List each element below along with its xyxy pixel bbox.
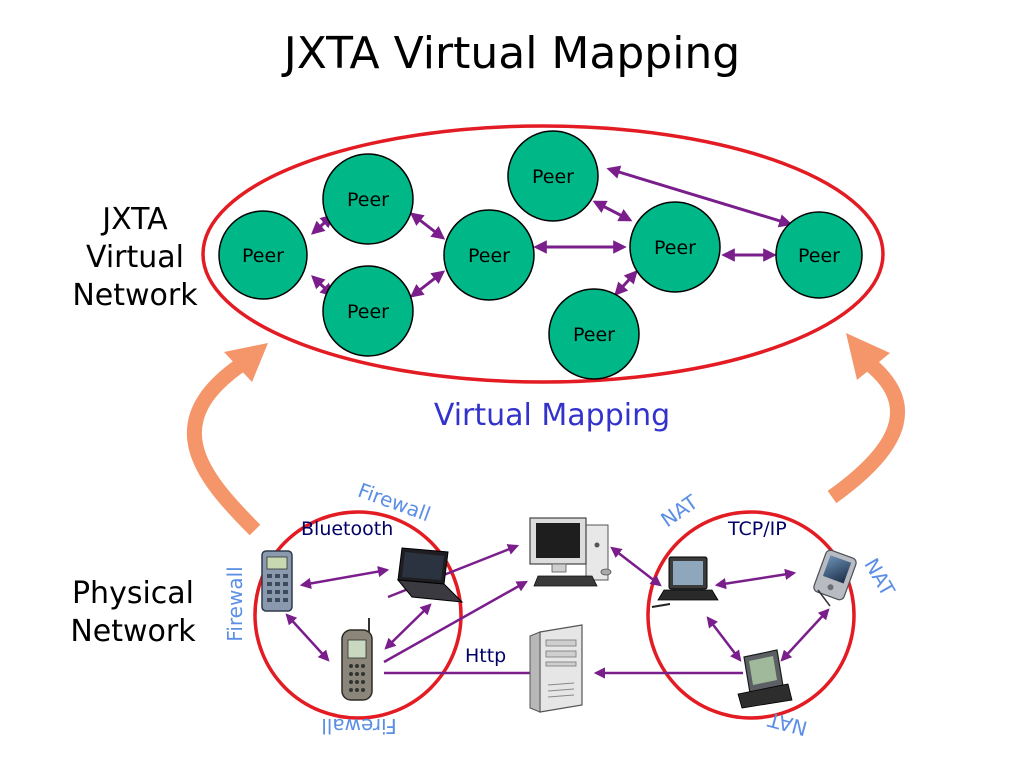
page-title: JXTA Virtual Mapping xyxy=(283,28,741,79)
svg-text:Peer: Peer xyxy=(347,189,389,211)
svg-text:Peer: Peer xyxy=(573,324,615,346)
mapping-arrow-right xyxy=(827,351,906,504)
physical-network-label-line: Network xyxy=(70,614,196,649)
mapping-arrow-left xyxy=(186,353,261,536)
peer-node[interactable]: Peer xyxy=(322,153,414,245)
virtual-network-label-line: JXTA xyxy=(102,202,168,237)
peer-node[interactable]: Peer xyxy=(775,211,863,299)
mapping-arrowhead-left xyxy=(224,343,268,382)
bluetooth-label: Bluetooth xyxy=(301,518,394,540)
desktop-computer-icon[interactable] xyxy=(529,517,612,587)
svg-text:Peer: Peer xyxy=(654,237,696,259)
physical-network-label-line: Physical xyxy=(71,576,195,611)
svg-text:Peer: Peer xyxy=(347,301,389,323)
physical-network-label: Physical Network xyxy=(58,575,208,651)
physical-links xyxy=(285,544,830,679)
virtual-network-label-line: Network xyxy=(72,278,198,313)
svg-text:Peer: Peer xyxy=(798,245,840,267)
physical-network-left-boundary xyxy=(253,510,463,720)
mapping-arrowhead-right xyxy=(846,333,890,380)
svg-text:Peer: Peer xyxy=(242,245,284,267)
peer-node[interactable]: Peer xyxy=(629,201,721,293)
svg-text:Peer: Peer xyxy=(532,166,574,188)
tcpip-label: TCP/IP xyxy=(728,518,787,540)
server-tower-icon[interactable] xyxy=(529,624,583,713)
physical-network-right-boundary xyxy=(646,510,856,720)
virtual-network-boundary xyxy=(201,124,885,384)
virtual-network-label: JXTA Virtual Network xyxy=(60,201,210,315)
firewall-tag-left: Firewall xyxy=(223,566,247,642)
http-label: Http xyxy=(465,645,507,667)
peer-node[interactable]: Peer xyxy=(218,210,308,300)
peer-node[interactable]: Peer xyxy=(507,130,599,222)
palm-pda-icon[interactable] xyxy=(737,649,793,709)
virtual-mapping-label: Virtual Mapping xyxy=(433,398,671,433)
calculator-icon[interactable] xyxy=(261,550,293,612)
laptop-icon[interactable] xyxy=(396,547,464,603)
svg-text:Peer: Peer xyxy=(468,245,510,267)
tablet-pc-icon[interactable] xyxy=(651,556,719,608)
cell-phone-icon[interactable] xyxy=(341,618,373,701)
firewall-tag-bottom: Firewall xyxy=(321,714,397,738)
peer-node[interactable]: Peer xyxy=(548,288,640,380)
peer-node[interactable]: Peer xyxy=(443,209,535,301)
virtual-links xyxy=(310,165,793,298)
peer-node[interactable]: Peer xyxy=(322,265,414,357)
virtual-network-label-line: Virtual xyxy=(85,240,185,275)
pda-icon[interactable] xyxy=(812,549,857,607)
